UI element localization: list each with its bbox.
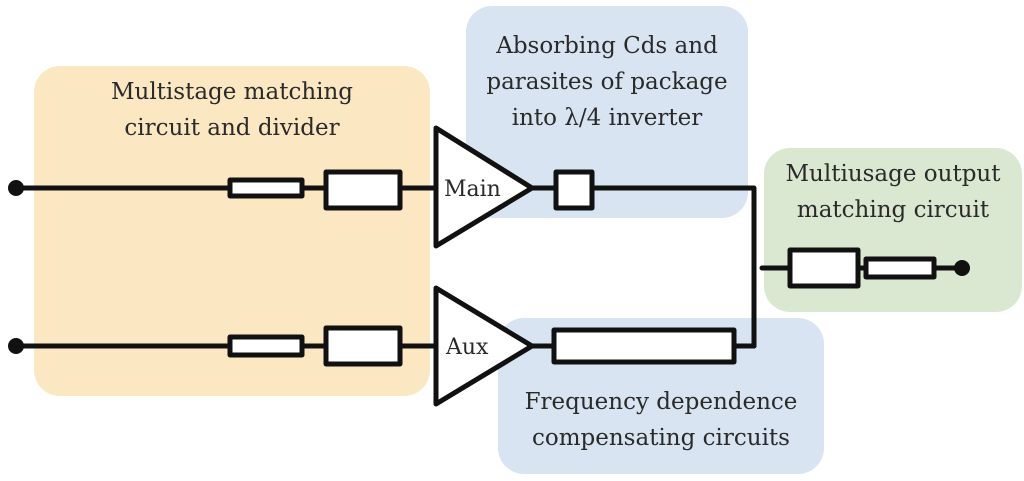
main-input-terminal-icon (8, 180, 24, 196)
aux-amplifier-label: Aux (445, 335, 489, 360)
aux-transmission-line-2 (323, 325, 403, 367)
absorbing-inverter-label-line1: Absorbing Cds and (496, 33, 718, 59)
main-transmission-line-1 (227, 177, 305, 199)
output-matching-label-line1: Multiusage output (785, 161, 1001, 187)
frequency-compensation-label-line1: Frequency dependence (524, 389, 798, 415)
input-matching-label-line1: Multistage matching (110, 79, 354, 105)
main-amplifier-icon (433, 125, 535, 249)
main-to-combiner-wire (589, 185, 757, 349)
input-matching-label-line2: circuit and divider (124, 115, 340, 141)
aux-amplifier-icon (433, 285, 535, 407)
main-transmission-line-2 (323, 169, 403, 211)
aux-transmission-line-1 (227, 334, 305, 358)
absorbing-inverter-label: Absorbing Cds and parasites of package i… (466, 28, 748, 136)
output-transmission-line-1 (787, 247, 861, 289)
output-transmission-line-2 (863, 256, 937, 280)
output-terminal-icon (954, 260, 970, 276)
output-matching-label-line2: matching circuit (796, 197, 990, 223)
inverter-line (553, 169, 595, 211)
input-matching-label: Multistage matching circuit and divider (34, 74, 430, 146)
frequency-compensation-label: Frequency dependence compensating circui… (498, 384, 824, 456)
frequency-compensation-label-line2: compensating circuits (532, 425, 790, 451)
aux-input-terminal-icon (8, 338, 24, 354)
absorbing-inverter-label-line2: parasites of package (486, 69, 728, 95)
main-amplifier-label: Main (444, 177, 501, 202)
compensation-line (551, 327, 737, 365)
absorbing-inverter-label-line3: into λ/4 inverter (511, 105, 703, 131)
output-matching-label: Multiusage output matching circuit (764, 156, 1022, 228)
